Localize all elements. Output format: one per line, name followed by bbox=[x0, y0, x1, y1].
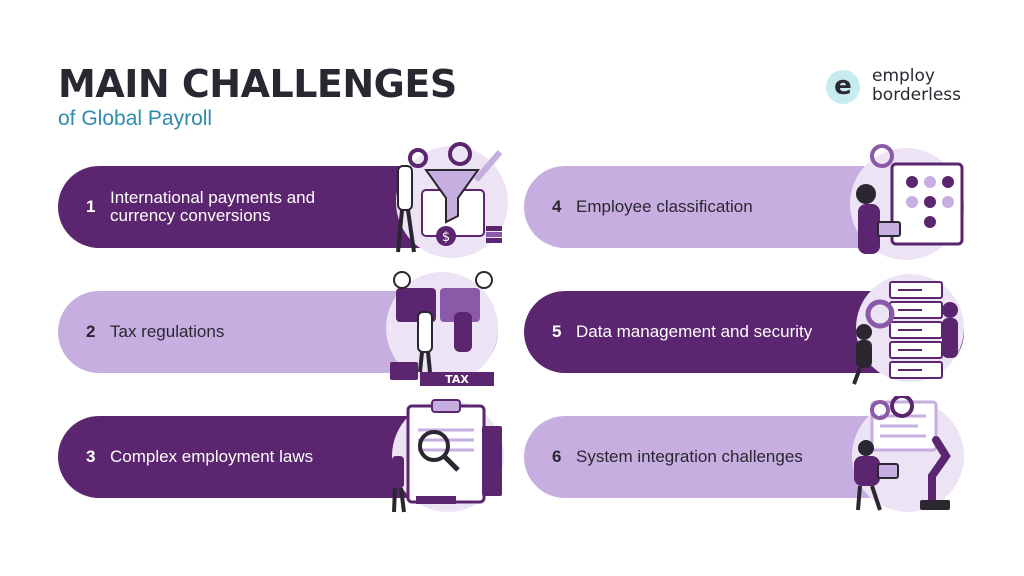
challenge-number: 4 bbox=[552, 197, 562, 216]
challenge-number: 5 bbox=[552, 322, 562, 341]
challenge-label: Complex employment laws bbox=[110, 447, 314, 466]
logo-text: employ borderless bbox=[872, 67, 961, 105]
tax-puzzle-illustration: TAX bbox=[386, 271, 498, 386]
tax-label: TAX bbox=[445, 373, 469, 386]
currency-funnel-illustration: $ bbox=[396, 142, 508, 258]
challenge-number: 3 bbox=[86, 447, 96, 466]
brand-logo: e employ borderless bbox=[826, 67, 976, 108]
challenge-number: 1 bbox=[86, 197, 96, 216]
server-security-illustration bbox=[852, 274, 964, 385]
classification-board-illustration bbox=[850, 144, 964, 260]
challenge-number: 2 bbox=[86, 322, 96, 341]
challenge-label: Employee classification bbox=[576, 197, 753, 216]
challenge-number: 6 bbox=[552, 447, 562, 466]
challenge-label: Data management and security bbox=[576, 322, 813, 341]
page-title: MAIN CHALLENGES bbox=[58, 62, 457, 106]
logo-mark: e bbox=[826, 70, 860, 104]
page-subtitle: of Global Payroll bbox=[58, 107, 213, 130]
svg-text:$: $ bbox=[442, 230, 450, 245]
challenge-label: Tax regulations bbox=[110, 322, 225, 341]
challenge-label: System integration challenges bbox=[576, 447, 803, 466]
logo-line-2: borderless bbox=[872, 85, 962, 105]
challenge-label: International payments and currency conv… bbox=[110, 188, 316, 225]
legal-document-illustration bbox=[392, 399, 504, 513]
logo-line-1: employ bbox=[872, 66, 935, 86]
robot-arm-integration-illustration bbox=[852, 396, 964, 512]
